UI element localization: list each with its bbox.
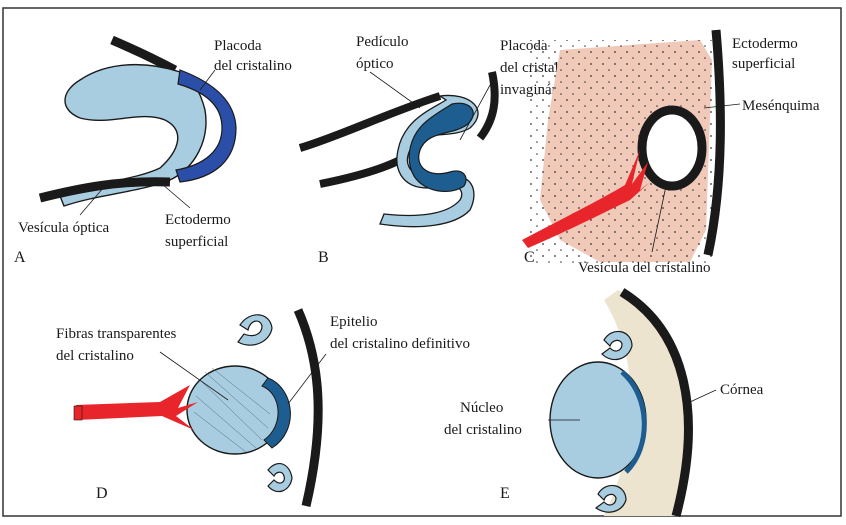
panel-c-label-vesicula: Vesícula del cristalino xyxy=(578,260,710,276)
panel-d-cup-upper xyxy=(238,315,272,345)
panel-e-label-nucleo-2: del cristalino xyxy=(444,422,522,438)
panel-d-letter: D xyxy=(96,485,108,502)
panel-a-letter: A xyxy=(14,249,26,266)
panel-d-label-fibras-1: Fibras transparentes xyxy=(56,326,177,342)
panel-c-label-ecto-1: Ectodermo xyxy=(732,36,798,52)
panel-a-label-placoda-1: Placoda xyxy=(214,38,262,54)
panel-e-cup-lower xyxy=(596,485,626,512)
panel-b-label-pediculo-2: óptico xyxy=(356,56,394,72)
panel-a-label-vesicula: Vesícula óptica xyxy=(18,220,110,236)
panel-d-cup-lower xyxy=(268,464,292,492)
panel-b-letter: B xyxy=(318,249,329,266)
panel-d-label-fibras-2: del cristalino xyxy=(56,348,134,364)
panel-b-label-pediculo-1: Pedículo xyxy=(356,34,409,50)
panel-d-label-epitelio-2: del cristalino definitivo xyxy=(330,336,470,352)
panel-c-label-ecto-2: superficial xyxy=(732,56,795,72)
panel-a: Placoda del cristalino Vesícula óptica E… xyxy=(14,38,292,266)
panel-d: Fibras transparentes del cristalino Epit… xyxy=(56,310,470,506)
panel-d-label-epitelio-1: Epitelio xyxy=(330,314,378,330)
panel-e-label-cornea: Córnea xyxy=(720,382,764,398)
panel-a-label-ecto-2: superficial xyxy=(165,234,228,250)
panel-c-label-mesenquima: Mesénquima xyxy=(742,98,820,114)
panel-e-letter: E xyxy=(500,485,510,502)
panel-e: Núcleo del cristalino Córnea E xyxy=(444,290,764,516)
panel-a-label-ecto-1: Ectodermo xyxy=(165,212,231,228)
panel-d-vessel xyxy=(76,385,198,430)
panel-c: Ectodermo superficial Mesénquima Vesícul… xyxy=(522,30,820,276)
panel-c-letter: C xyxy=(524,249,535,266)
panel-e-label-nucleo-1: Núcleo xyxy=(460,400,503,416)
panel-a-label-placoda-2: del cristalino xyxy=(214,58,292,74)
